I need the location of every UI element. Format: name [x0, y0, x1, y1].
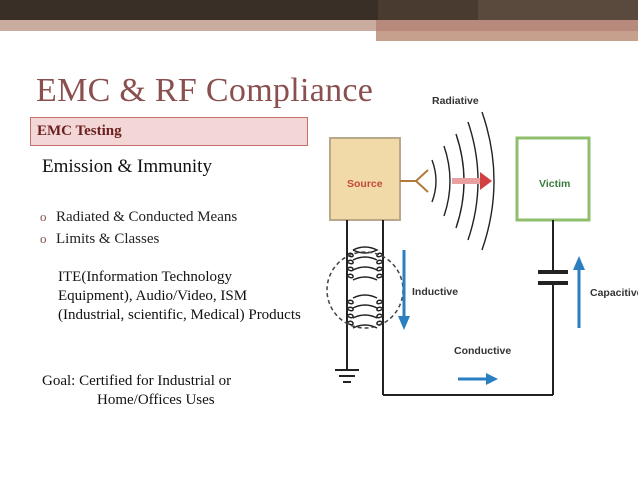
- decor-stripe-right: [376, 31, 638, 41]
- capacitive-label: Capacitive: [590, 287, 638, 299]
- transformer-coils-icon: [346, 246, 384, 329]
- source-box: [329, 137, 401, 221]
- product-categories-text: ITE(Information Technology Equipment), A…: [58, 269, 301, 323]
- source-label: Source: [347, 178, 383, 190]
- section-heading: Emission & Immunity: [42, 156, 212, 177]
- victim-label: Victim: [539, 178, 570, 190]
- subtitle-text: EMC Testing: [37, 123, 122, 139]
- subtitle-bar: EMC Testing: [30, 117, 308, 146]
- top-decor-bar: [0, 0, 638, 20]
- ground-icon: [335, 369, 359, 383]
- decor-stripe: [0, 20, 638, 31]
- victim-box: [515, 136, 591, 222]
- radiative-label: Radiative: [432, 95, 479, 107]
- goal-text: Goal: Certified for Industrial or Home/O…: [42, 373, 232, 408]
- conductive-label: Conductive: [454, 345, 511, 357]
- radiative-arrow: [452, 178, 482, 184]
- inductive-region-circle: [326, 251, 404, 329]
- bullet-circle-icon: o: [40, 231, 47, 246]
- bullet-circle-icon: o: [40, 209, 47, 224]
- inductive-label: Inductive: [412, 286, 458, 298]
- slide-title: EMC & RF Compliance: [36, 72, 374, 109]
